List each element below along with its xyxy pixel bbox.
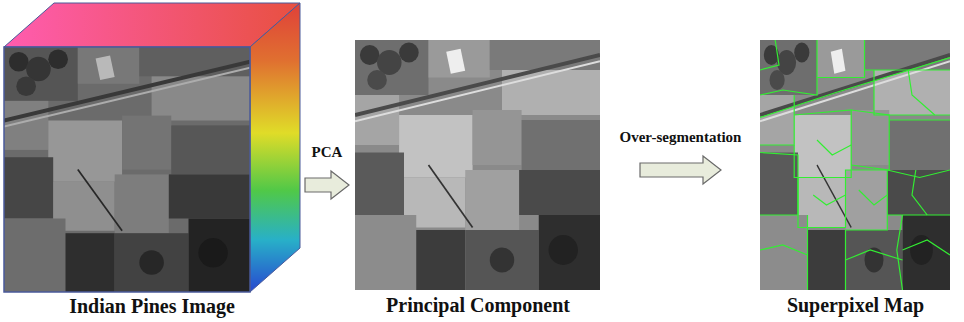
image-area — [2, 2, 302, 294]
image-detail — [760, 153, 798, 216]
arrow-label: PCA — [312, 143, 343, 161]
image-detail — [887, 214, 950, 215]
image-detail — [760, 58, 950, 118]
pc-image — [355, 40, 600, 290]
superpixel-lines — [760, 40, 950, 290]
superpixel-image — [760, 40, 950, 290]
cube-side — [250, 3, 300, 292]
image-detail — [813, 195, 845, 205]
image-detail — [760, 95, 794, 145]
image-detail — [817, 40, 865, 78]
superpixel-base — [760, 40, 950, 290]
image-detail — [846, 250, 903, 260]
image-detail — [817, 140, 851, 155]
image-detail — [794, 110, 851, 178]
image-detail — [760, 245, 808, 255]
image-detail — [760, 40, 817, 95]
image-panel: Indian Pines Image — [2, 2, 302, 318]
image-detail — [760, 40, 779, 70]
image-detail — [851, 110, 889, 170]
cube-front — [4, 47, 250, 292]
image-panel: Principal Component — [352, 38, 604, 317]
image-area — [757, 38, 954, 293]
image-detail — [760, 40, 950, 290]
image-area — [352, 38, 604, 293]
image-panel: Superpixel Map — [757, 38, 954, 317]
image-detail — [903, 240, 951, 255]
image-detail — [912, 170, 927, 215]
image-detail — [908, 70, 935, 115]
image-detail — [859, 190, 888, 205]
image-detail — [887, 170, 950, 178]
image-caption: Principal Component — [352, 293, 604, 317]
block-arrow — [640, 156, 721, 184]
cube-front-image — [4, 47, 250, 292]
image-detail — [897, 215, 903, 290]
arrow-label: Over-segmentation — [620, 128, 742, 146]
image-caption: Indian Pines Image — [2, 294, 302, 318]
block-arrow — [305, 171, 349, 199]
image-caption: Superpixel Map — [757, 293, 954, 317]
image-detail — [798, 170, 887, 230]
cube-top — [4, 3, 300, 47]
hypercube — [4, 3, 300, 292]
image-detail — [889, 119, 950, 120]
image-detail — [807, 215, 808, 290]
